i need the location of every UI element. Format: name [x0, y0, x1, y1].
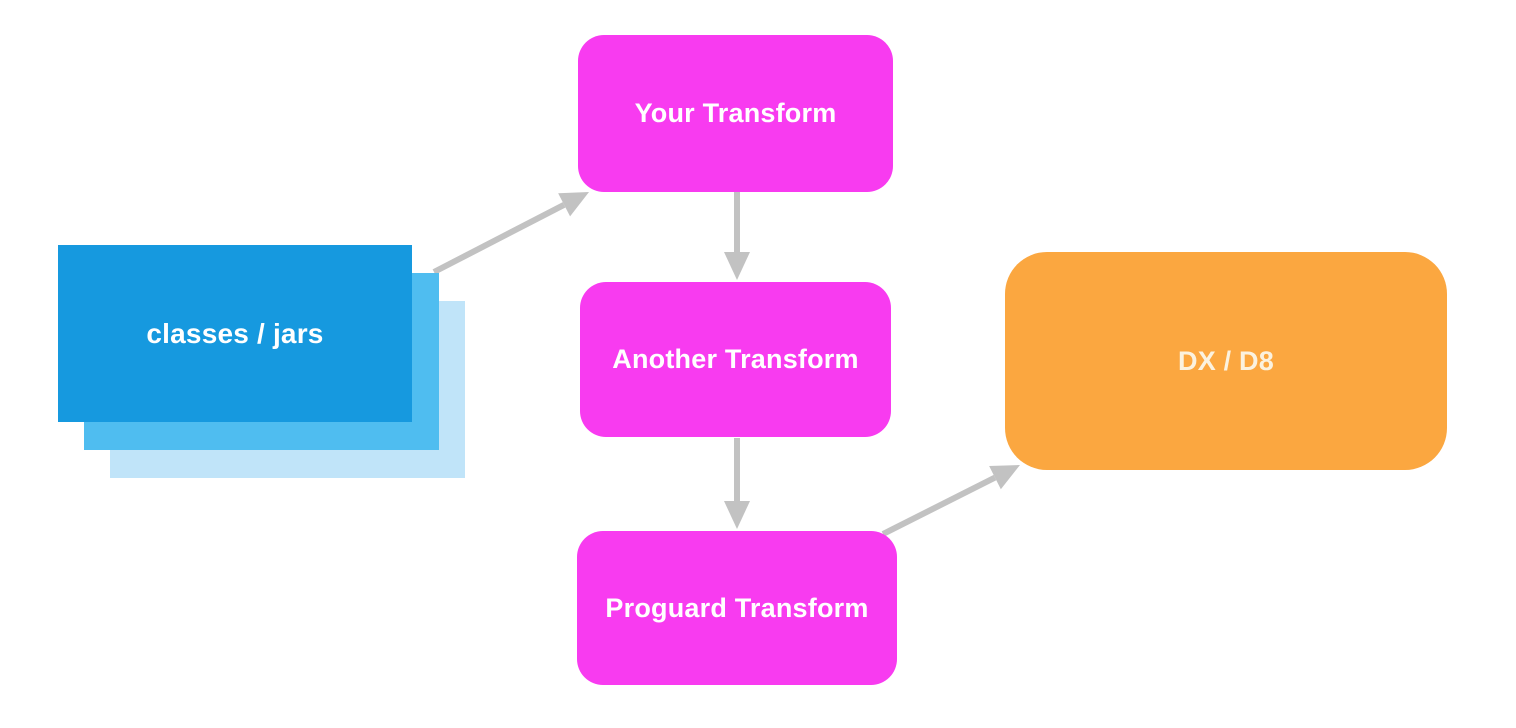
node-another-transform: Another Transform — [580, 282, 891, 437]
node-your-transform: Your Transform — [578, 35, 893, 192]
node-label: Proguard Transform — [605, 592, 869, 623]
node-label: Another Transform — [612, 344, 859, 374]
node-label: DX / D8 — [1178, 345, 1274, 376]
arrow-head-another_transform-to-proguard_transform — [724, 501, 750, 529]
arrow-line-proguard_transform-to-dx_d8 — [881, 474, 997, 537]
arrow-line-classes_jars-to-your_transform — [432, 202, 566, 275]
node-classes-jars: classes / jars — [58, 245, 412, 422]
node-proguard-transform: Proguard Transform — [577, 531, 897, 685]
node-label: classes / jars — [146, 317, 324, 349]
arrow-head-classes_jars-to-your_transform — [558, 192, 589, 217]
node-dx-d8: DX / D8 — [1005, 252, 1447, 470]
node-label: Your Transform — [634, 98, 837, 128]
arrow-head-proguard_transform-to-dx_d8 — [989, 465, 1020, 490]
arrow-head-your_transform-to-another_transform — [724, 252, 750, 280]
